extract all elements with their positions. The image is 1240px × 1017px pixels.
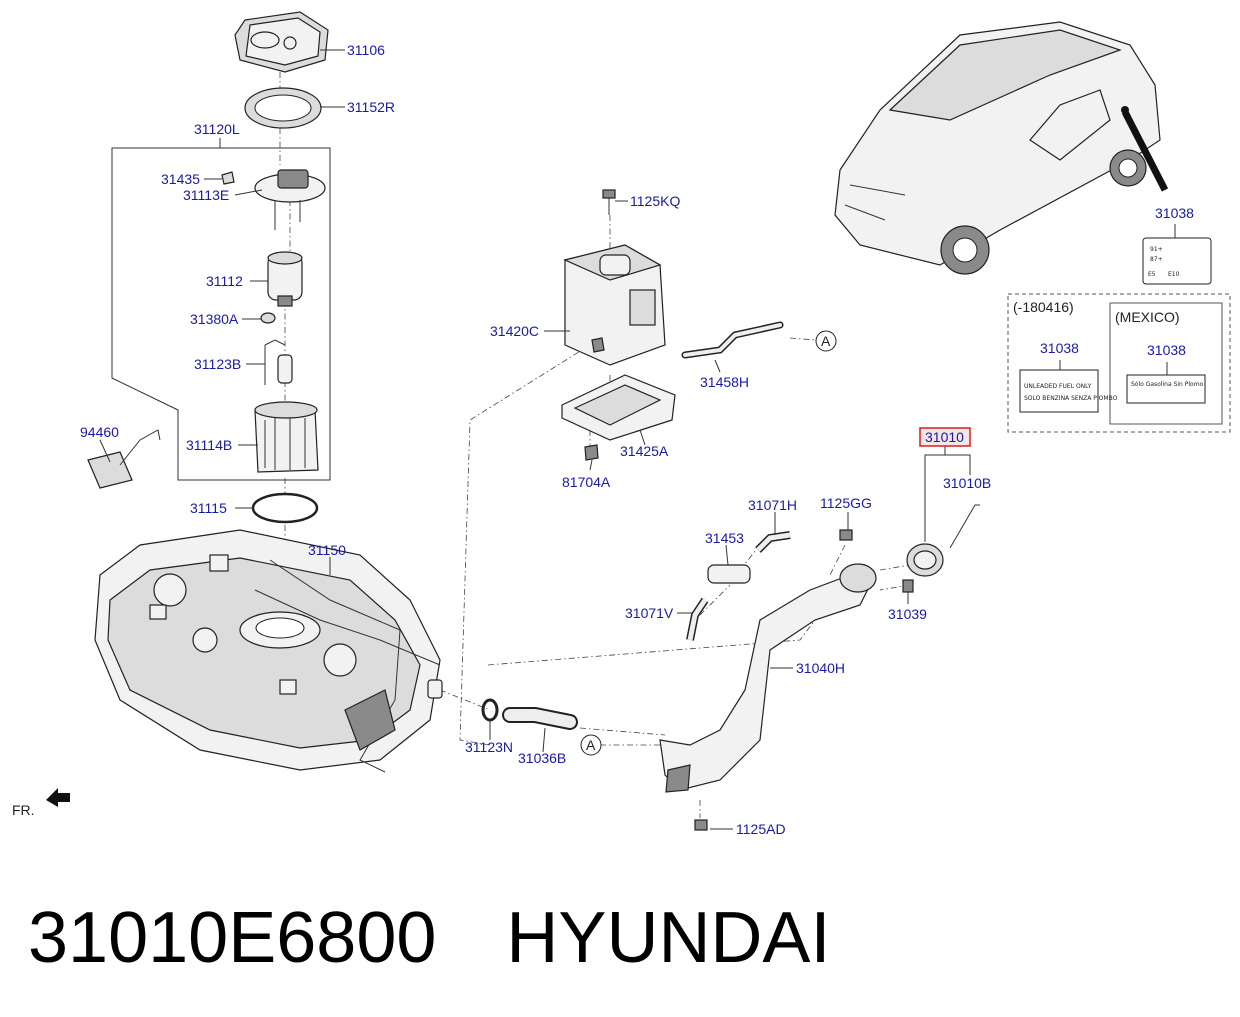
wiring-94460: [87, 429, 161, 489]
label-box-left-title: (-180416): [1013, 299, 1074, 315]
svg-text:87+: 87+: [1150, 256, 1163, 263]
canister-31420C: [563, 244, 666, 366]
svg-text:UNLEADED FUEL ONLY: UNLEADED FUEL ONLY: [1024, 383, 1092, 390]
label-31120L: 31120L: [194, 121, 240, 137]
hose-31071V: [686, 597, 709, 641]
reference-mark-a-top: A: [789, 330, 837, 352]
brand-name: HYUNDAI: [506, 898, 831, 978]
lock-ring-31152R: [244, 87, 322, 129]
label-31453: 31453: [705, 530, 744, 546]
label-31123B: 31123B: [194, 356, 241, 372]
reservoir-31114B: [254, 401, 319, 473]
fuel-tank-31150: [94, 529, 443, 773]
filter-31380A: [260, 312, 276, 324]
part-caption: 31010E6800 HYUNDAI: [28, 888, 1228, 988]
label-94460: 94460: [80, 424, 119, 440]
svg-text:Sólo Gasolina Sin Plomo: Sólo Gasolina Sin Plomo: [1131, 381, 1204, 388]
label-31435: 31435: [161, 171, 200, 187]
part-number: 31010E6800: [28, 898, 437, 978]
label-box-left-part: 31038: [1040, 340, 1079, 356]
pump-31112: [267, 251, 303, 307]
front-arrow-icon: [46, 788, 70, 807]
label-31425A: 31425A: [620, 443, 669, 459]
label-31039: 31039: [888, 606, 927, 622]
hose-31036B: [502, 707, 578, 730]
clamp-31123N: [481, 698, 499, 722]
tether-31010B: [949, 504, 980, 549]
label-31123N: 31123N: [465, 739, 513, 755]
label-31380A: 31380A: [190, 311, 239, 327]
svg-text:91+: 91+: [1150, 246, 1163, 253]
svg-text:A: A: [821, 333, 831, 349]
label-31113E: 31113E: [183, 187, 229, 203]
label-31010B: 31010B: [943, 475, 991, 491]
label-31458H: 31458H: [700, 374, 749, 390]
label-31071V: 31071V: [625, 605, 674, 621]
part-labels: 31106 31152R 31120L 31435 31113E 31112 3…: [80, 42, 1194, 837]
vehicle-illustration: [834, 21, 1169, 275]
label-81704A: 81704A: [562, 474, 611, 490]
orientation-label: FR.: [12, 802, 35, 818]
label-31150: 31150: [308, 542, 346, 558]
label-31114B: 31114B: [186, 437, 232, 453]
label-31115: 31115: [190, 500, 227, 516]
label-1125KQ: 1125KQ: [630, 193, 680, 209]
front-orientation-indicator: FR.: [12, 788, 70, 818]
hose-31071H: [755, 531, 791, 553]
label-31071H: 31071H: [748, 497, 797, 513]
label-1125GG: 1125GG: [820, 495, 872, 511]
bolt-1125KQ: [602, 189, 616, 215]
label-31106: 31106: [347, 42, 385, 58]
bracket-31425A: [561, 374, 676, 441]
bolt-1125GG: [839, 529, 853, 541]
label-1125AD: 1125AD: [736, 821, 786, 837]
filter-31453: [707, 564, 751, 584]
cover-31106: [234, 11, 329, 73]
clip-81704A: [584, 444, 599, 461]
label-31038-main: 31038: [1155, 205, 1194, 221]
oring-31115: [251, 492, 319, 524]
cap-31010: [906, 543, 944, 577]
hose-31458H: [681, 321, 784, 359]
label-31036B: 31036B: [518, 750, 566, 766]
svg-text:A: A: [586, 737, 596, 753]
filler-neck-31040H: [659, 563, 877, 793]
label-31040H: 31040H: [796, 660, 845, 676]
svg-text:SOLO BENZINA SENZA PIOMBO: SOLO BENZINA SENZA PIOMBO: [1024, 395, 1118, 402]
svg-text:E10: E10: [1168, 271, 1180, 278]
pump-flange-31113E: [221, 169, 326, 230]
label-box-right-title: (MEXICO): [1115, 309, 1180, 325]
label-31420C: 31420C: [490, 323, 539, 339]
fuel-label-31038: 91+ 87+ E5 E10: [1142, 224, 1212, 285]
parts-diagram: 91+ 87+ E5 E10 (-180416) 31038 UNLEADED …: [12, 11, 1231, 837]
regional-label-box: (-180416) 31038 UNLEADED FUEL ONLY SOLO …: [1007, 293, 1231, 433]
sender-31123B: [264, 339, 293, 385]
label-31010: 31010: [925, 429, 964, 445]
svg-text:E5: E5: [1148, 271, 1156, 278]
reference-mark-a-bottom: A: [580, 734, 602, 756]
label-31112: 31112: [206, 273, 243, 289]
label-31152R: 31152R: [347, 99, 395, 115]
highlight-box-31010: [919, 427, 971, 447]
label-box-right-part: 31038: [1147, 342, 1186, 358]
bolt-1125AD: [694, 819, 708, 831]
label-leaders: [99, 49, 971, 830]
assembly-bracket-31120L: [111, 138, 331, 481]
screw-31039: [902, 579, 914, 593]
